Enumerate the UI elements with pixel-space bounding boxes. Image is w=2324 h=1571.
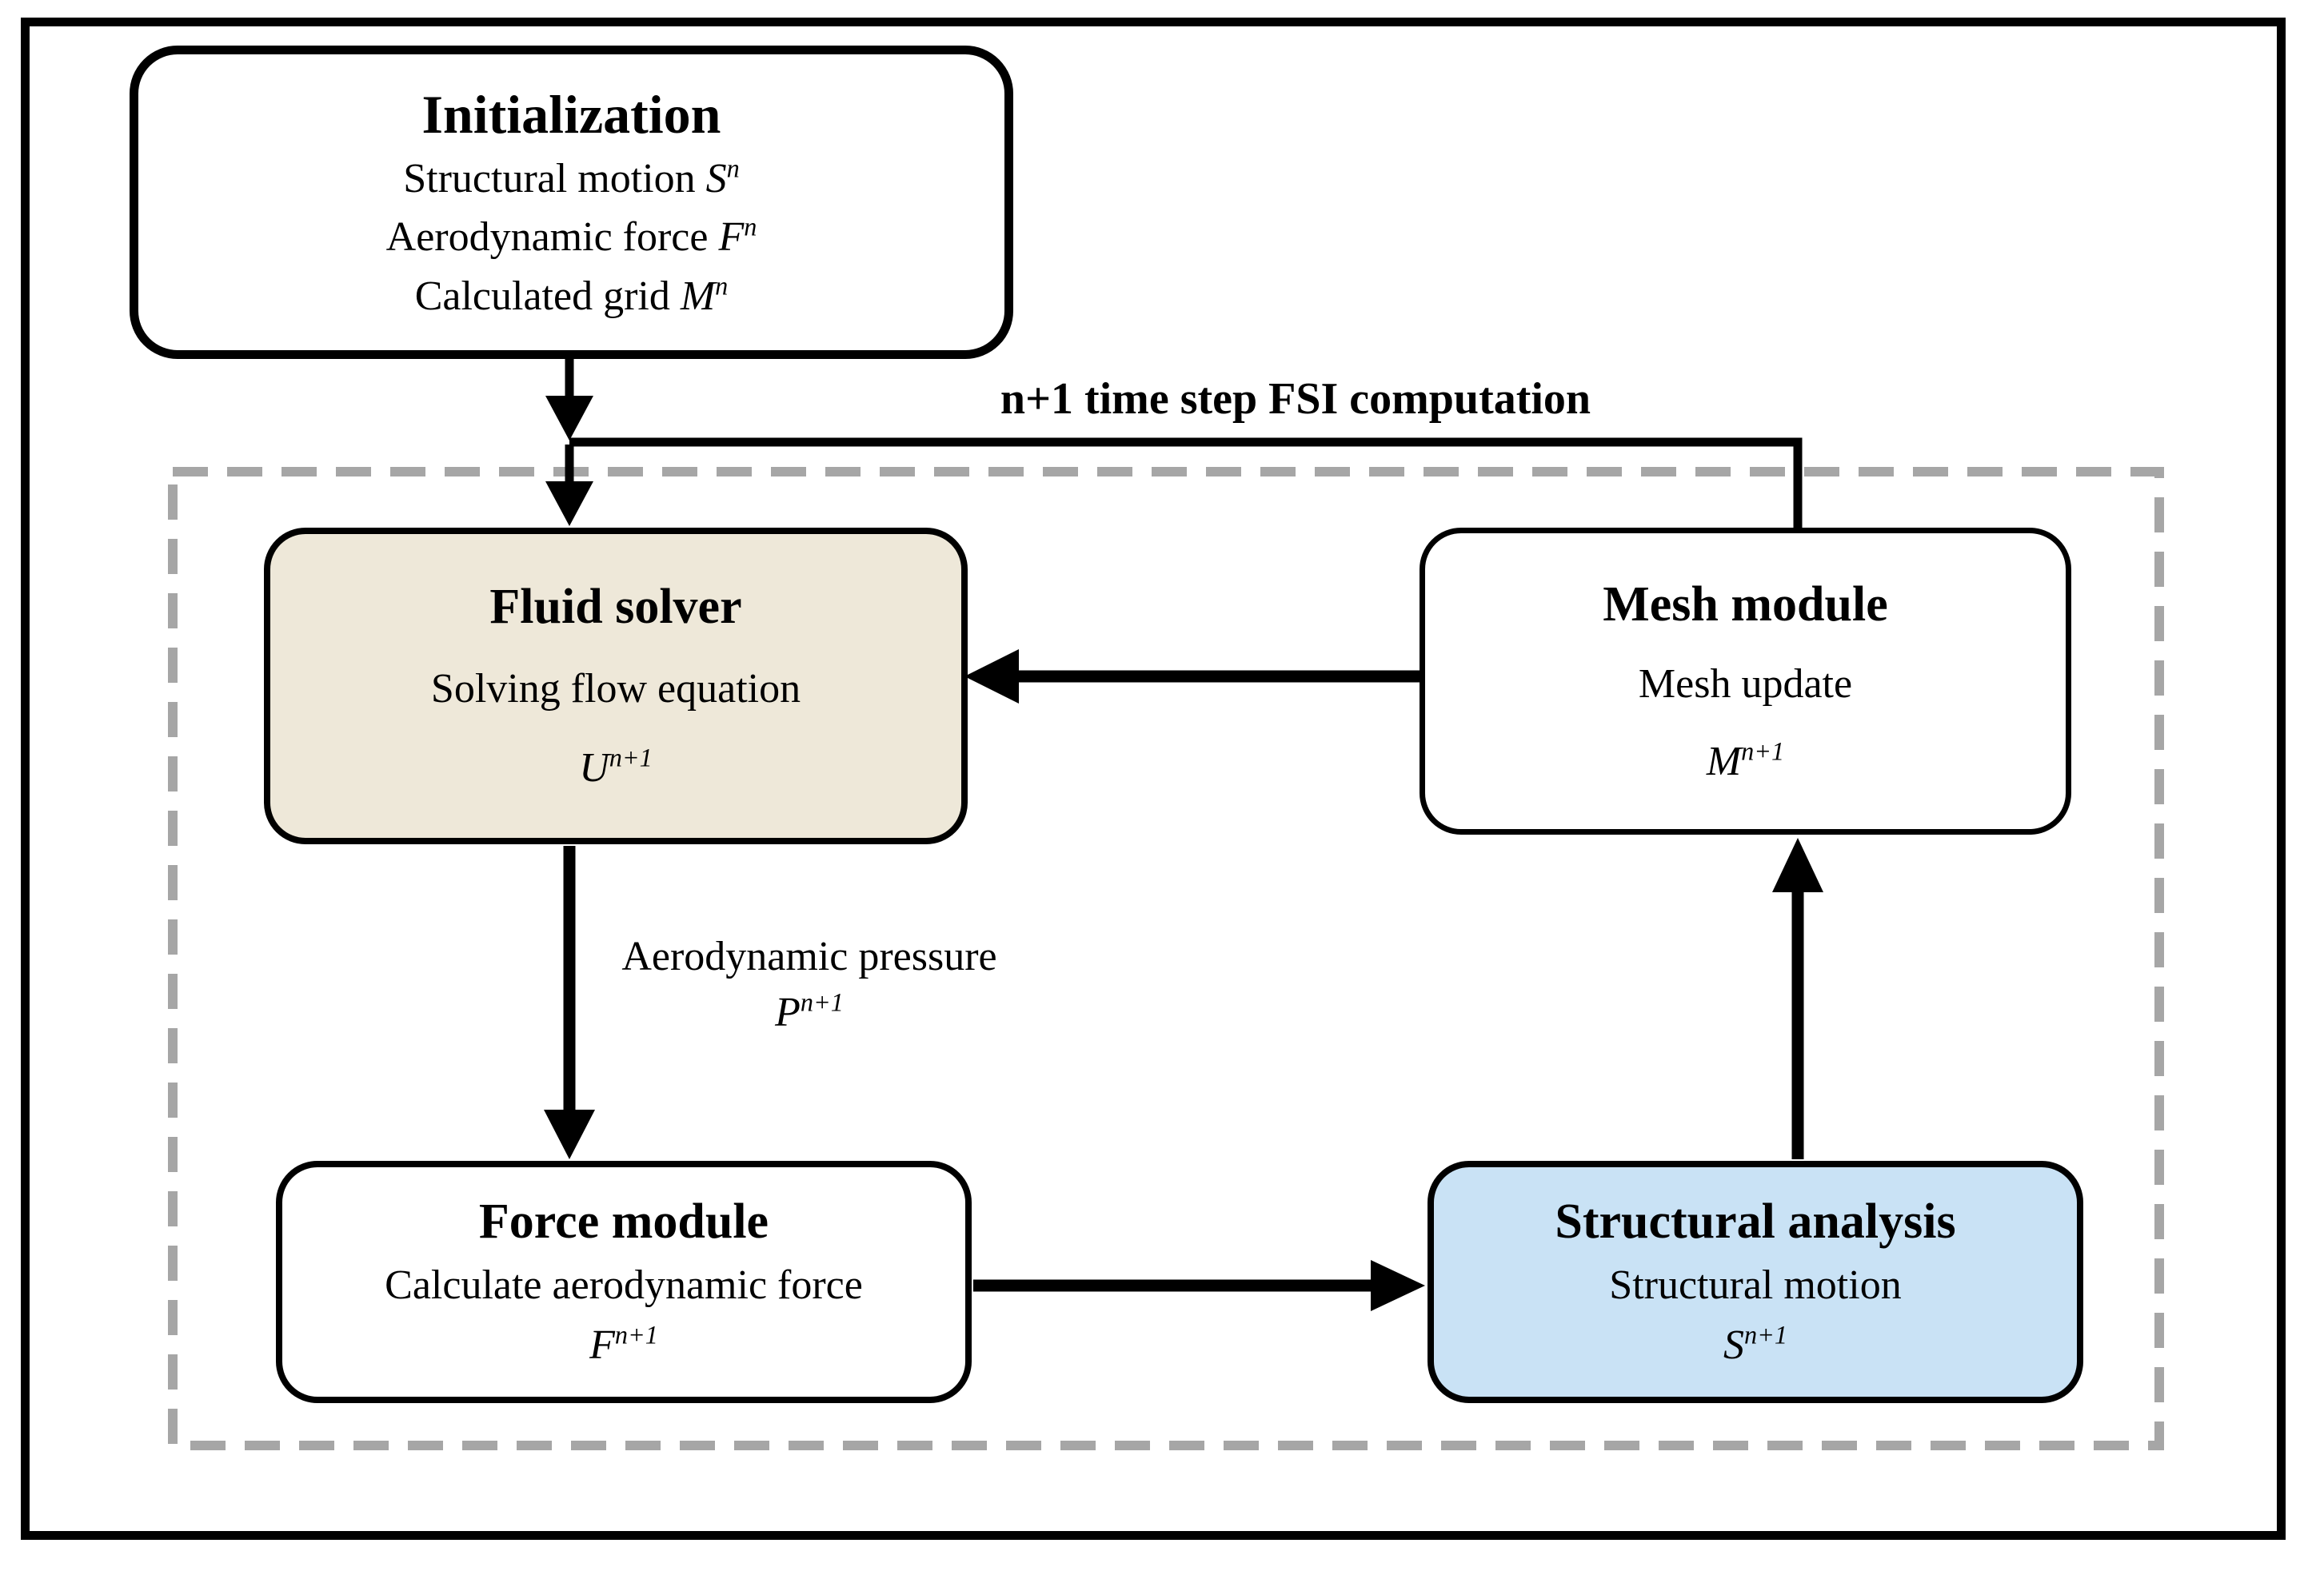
- mesh-module-subtitle: Mesh update: [1638, 661, 1853, 708]
- initialization-line-calculated-grid: Calculated grid Mn: [415, 273, 729, 321]
- formula-var: P: [775, 990, 801, 1036]
- feedback-line-path: [569, 437, 1803, 531]
- initialization-line2-text: Aerodynamic force: [385, 214, 719, 261]
- aerodynamic-pressure-label: Aerodynamic pressure Pn+1: [577, 929, 1041, 1041]
- force-module-box: Force module Calculate aerodynamic force…: [276, 1161, 972, 1403]
- fluid-solver-title: Fluid solver: [489, 580, 742, 635]
- fluid-solver-subtitle: Solving flow equation: [430, 666, 801, 712]
- aerodynamic-pressure-formula: Pn+1: [577, 985, 1041, 1041]
- mesh-module-title: Mesh module: [1603, 576, 1888, 632]
- arrow-fluid-to-force-head: [544, 1110, 595, 1159]
- initialization-line1-text: Structural motion: [403, 155, 706, 201]
- force-module-title: Force module: [478, 1194, 769, 1249]
- formula-var: U: [579, 745, 609, 791]
- formula-sup: n: [726, 154, 740, 183]
- loop-label: n+1 time step FSI computation: [1000, 374, 1591, 424]
- arrow-initialization-to-loop: [545, 359, 593, 441]
- formula-sup: n+1: [1744, 1321, 1787, 1350]
- arrow-fluid-to-force: [544, 846, 595, 1159]
- formula-var: S: [705, 155, 727, 201]
- arrow-initialization-to-loop-head: [545, 396, 593, 441]
- arrow-loop-to-fluid-solver-head: [545, 481, 593, 526]
- formula-sup: n+1: [1741, 736, 1785, 766]
- initialization-box: Initialization Structural motion Sn Aero…: [130, 46, 1013, 359]
- fluid-solver-formula: Un+1: [579, 744, 653, 792]
- formula-sup: n: [715, 271, 729, 301]
- formula-var: F: [589, 1322, 615, 1369]
- formula-sup: n: [744, 212, 757, 241]
- initialization-line1-formula: Sn: [705, 154, 740, 201]
- arrow-loop-to-fluid-solver: [545, 445, 593, 526]
- initialization-line2-formula: Fn: [718, 214, 757, 260]
- initialization-line-aerodynamic-force: Aerodynamic force Fn: [386, 213, 757, 261]
- mesh-module-box: Mesh module Mesh update Mn+1: [1420, 528, 2071, 835]
- structural-analysis-box: Structural analysis Structural motion Sn…: [1428, 1161, 2083, 1403]
- formula-var: M: [1706, 738, 1742, 784]
- formula-var: M: [680, 273, 716, 319]
- arrow-structural-to-mesh: [1772, 838, 1823, 1159]
- arrow-structural-to-mesh-head: [1772, 838, 1823, 892]
- formula-var: F: [718, 214, 745, 261]
- figure-border: [21, 18, 2286, 1540]
- initialization-line3-formula: Mn: [680, 271, 729, 319]
- aerodynamic-pressure-text: Aerodynamic pressure: [621, 934, 997, 979]
- arrow-mesh-to-fluid-head: [964, 649, 1019, 704]
- arrow-force-to-structural-head: [1371, 1260, 1425, 1311]
- structural-analysis-title: Structural analysis: [1555, 1194, 1956, 1249]
- formula-var: S: [1723, 1322, 1744, 1369]
- structural-analysis-formula: Sn+1: [1723, 1322, 1787, 1370]
- arrow-force-to-structural: [973, 1260, 1425, 1311]
- fluid-solver-box: Fluid solver Solving flow equation Un+1: [264, 528, 968, 844]
- force-module-formula: Fn+1: [589, 1322, 658, 1370]
- fsi-loop-dashed-boundary: [168, 467, 2164, 1450]
- mesh-module-formula: Mn+1: [1707, 738, 1784, 786]
- formula-sup: n+1: [609, 743, 653, 772]
- force-module-subtitle: Calculate aerodynamic force: [385, 1262, 863, 1308]
- structural-analysis-subtitle: Structural motion: [1609, 1262, 1902, 1308]
- initialization-title: Initialization: [421, 83, 721, 145]
- arrow-mesh-to-fluid: [964, 649, 1422, 704]
- feedback-line-mesh-to-loop-top: [569, 437, 1803, 531]
- initialization-line3-text: Calculated grid: [414, 273, 681, 319]
- formula-sup: n+1: [800, 987, 844, 1017]
- formula-sup: n+1: [614, 1321, 658, 1350]
- initialization-line-structural-motion: Structural motion Sn: [403, 155, 740, 203]
